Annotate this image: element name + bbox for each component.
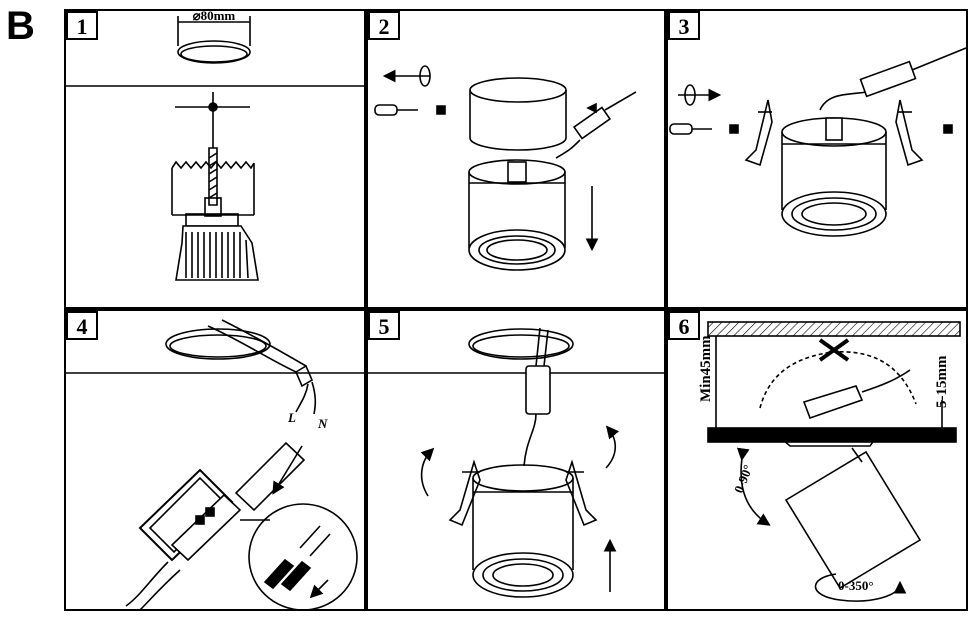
rotation-label: 0-350° — [838, 578, 874, 593]
tilt-angle-arc — [736, 447, 771, 526]
panel-step-3: 3 — [666, 9, 968, 309]
spring-clip-left — [448, 459, 481, 527]
hole-saw-icon — [171, 147, 259, 281]
step-number: 4 — [77, 314, 88, 339]
wiring-detail-callout — [240, 503, 358, 611]
min-depth-label: Min45mm — [698, 335, 714, 402]
driver-box-icon — [819, 47, 967, 111]
cutout-dimension: ⌀80mm — [193, 8, 236, 23]
mains-cable-icon — [207, 319, 317, 415]
rotate-clip-left-arrow — [420, 447, 435, 497]
spring-clip-right — [895, 99, 924, 167]
screw-icon — [943, 124, 953, 134]
wire-label-live: L — [287, 410, 296, 425]
insulation-gap-icon — [759, 351, 917, 409]
wire-label-neutral: N — [317, 416, 328, 431]
step-number: 3 — [679, 14, 690, 39]
step-number: 1 — [77, 14, 88, 39]
driver-box-icon — [555, 91, 637, 159]
step-number: 5 — [379, 314, 390, 339]
screwdriver-icon — [669, 123, 739, 135]
rotate-clip-right-arrow — [605, 425, 620, 469]
step-number-box — [66, 11, 98, 40]
step-number-box — [668, 11, 700, 40]
rotate-clockwise-icon — [678, 84, 722, 106]
panel-step-5: 5 — [366, 309, 666, 611]
no-insulation-icon — [818, 338, 850, 362]
rotation-arc — [814, 573, 907, 602]
light-body-icon — [472, 464, 574, 598]
section-label: B — [6, 4, 35, 48]
ceiling-thickness-label: 5-15mm — [934, 355, 950, 408]
step-number: 6 — [679, 314, 690, 339]
driver-box-icon — [802, 369, 911, 420]
panel-step-4: 4 L N — [64, 309, 366, 611]
panel-step-1: 1 ⌀80mm — [64, 8, 366, 309]
step-number: 2 — [379, 14, 390, 39]
step-number-box — [66, 311, 98, 340]
ceiling-board — [707, 427, 957, 443]
tilted-light-icon — [773, 431, 922, 590]
terminal-block-icon — [125, 441, 306, 611]
panel-step-2: 2 — [366, 9, 666, 309]
ceiling-hole-icon — [165, 328, 271, 360]
rotate-counterclockwise-icon — [382, 65, 431, 87]
step-number-box — [368, 11, 400, 40]
spring-clip-right — [565, 459, 598, 527]
panel-step-6: 6 Min45mm 5-15mm 0-90° 0-350° — [666, 309, 968, 611]
spring-clip-left — [744, 99, 773, 167]
screwdriver-icon — [374, 104, 446, 116]
driver-box-icon — [523, 327, 551, 467]
light-body-icon — [468, 159, 566, 271]
ceiling-joist-hatch — [707, 321, 961, 337]
ceiling-hole-icon — [468, 328, 574, 360]
tilt-label: 0-90° — [731, 463, 756, 496]
step-number-box — [368, 311, 400, 340]
crosshair-icon — [175, 92, 250, 148]
decorative-cover-ring — [469, 77, 567, 151]
ceiling-cutout-icon — [177, 16, 251, 64]
step-number-box — [668, 311, 700, 340]
light-body-icon — [781, 117, 887, 237]
